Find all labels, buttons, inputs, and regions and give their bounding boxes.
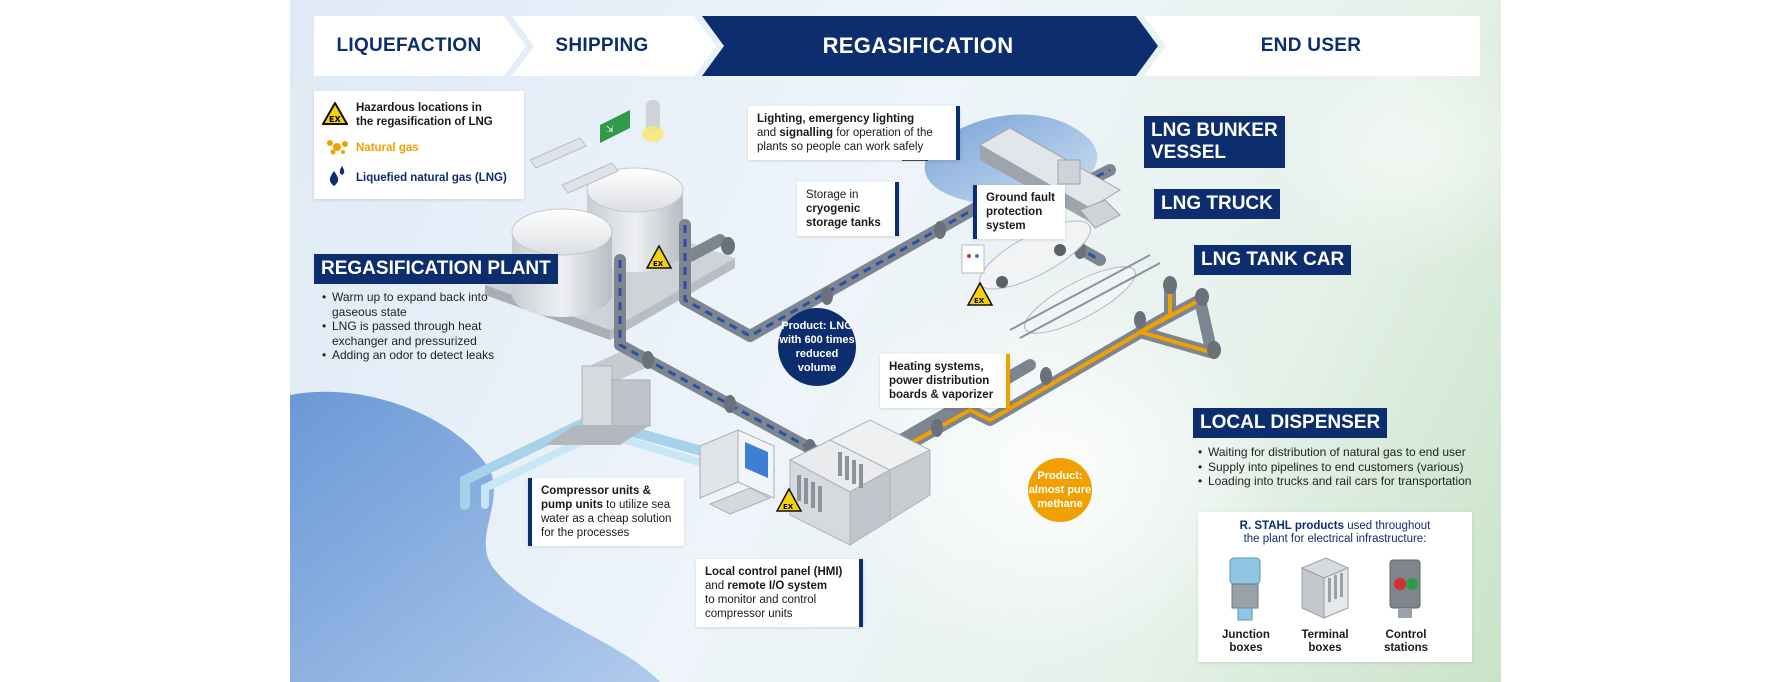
plant-illustration: ⇲ [290, 30, 1501, 682]
legend-lng: Liquefied natural gas (LNG) [356, 172, 507, 184]
step-liquefaction[interactable]: LIQUEFACTION [336, 34, 482, 56]
svg-text:⇲: ⇲ [606, 125, 614, 135]
bullet: Supply into pipelines to end customers (… [1198, 460, 1488, 475]
local-dispenser-title: LOCAL DISPENSER [1193, 408, 1388, 438]
callout-heating: Heating systems, power distribution boar… [880, 354, 1010, 408]
step-regasification[interactable]: REGASIFICATION [822, 32, 1014, 58]
lng-tank-car-tag: LNG TANK CAR [1194, 245, 1352, 275]
infographic-canvas: ⇲ [290, 0, 1501, 682]
callout-compressor: Compressor units & pump units to utilize… [528, 478, 684, 546]
junction-box-icon [1229, 557, 1261, 621]
local-dispenser-bullets: Waiting for distribution of natural gas … [1198, 445, 1488, 489]
gas-bubbles-icon [327, 140, 348, 155]
droplets-icon [329, 166, 345, 186]
bullet: Waiting for distribution of natural gas … [1198, 445, 1488, 460]
svg-text:EX: EX [974, 297, 985, 305]
svg-text:EX: EX [783, 503, 794, 511]
step-shipping[interactable]: SHIPPING [555, 34, 649, 56]
callout-ground-fault: Ground fault protection system [973, 185, 1065, 239]
svg-text:EX: EX [329, 115, 341, 124]
control-station-icon [1389, 559, 1421, 618]
rstahl-products-box: R. STAHL products used throughout the pl… [1198, 512, 1472, 662]
regasification-plant-title: REGASIFICATION PLANT [314, 254, 558, 284]
products-intro: R. STAHL products used throughout the pl… [1239, 520, 1431, 545]
ex-warning-icon: EX [645, 244, 673, 269]
step-end-user[interactable]: END USER [1260, 34, 1362, 56]
svg-text:EX: EX [653, 260, 664, 268]
bullet: Loading into trucks and rail cars for tr… [1198, 474, 1488, 489]
bullet: Adding an odor to detect leaks [322, 348, 522, 363]
ex-warning-icon: EX [322, 102, 348, 125]
callout-control-panel: Local control panel (HMI) and remote I/O… [696, 559, 863, 627]
terminal-box-icon [1300, 557, 1350, 619]
process-bar [314, 16, 1480, 76]
callout-lighting: Lighting, emergency lighting and signall… [748, 106, 960, 160]
legend-natural-gas: Natural gas [356, 142, 419, 154]
callout-storage: Storage in cryogenic storage tanks [797, 182, 899, 236]
lng-truck-tag: LNG TRUCK [1154, 189, 1280, 219]
